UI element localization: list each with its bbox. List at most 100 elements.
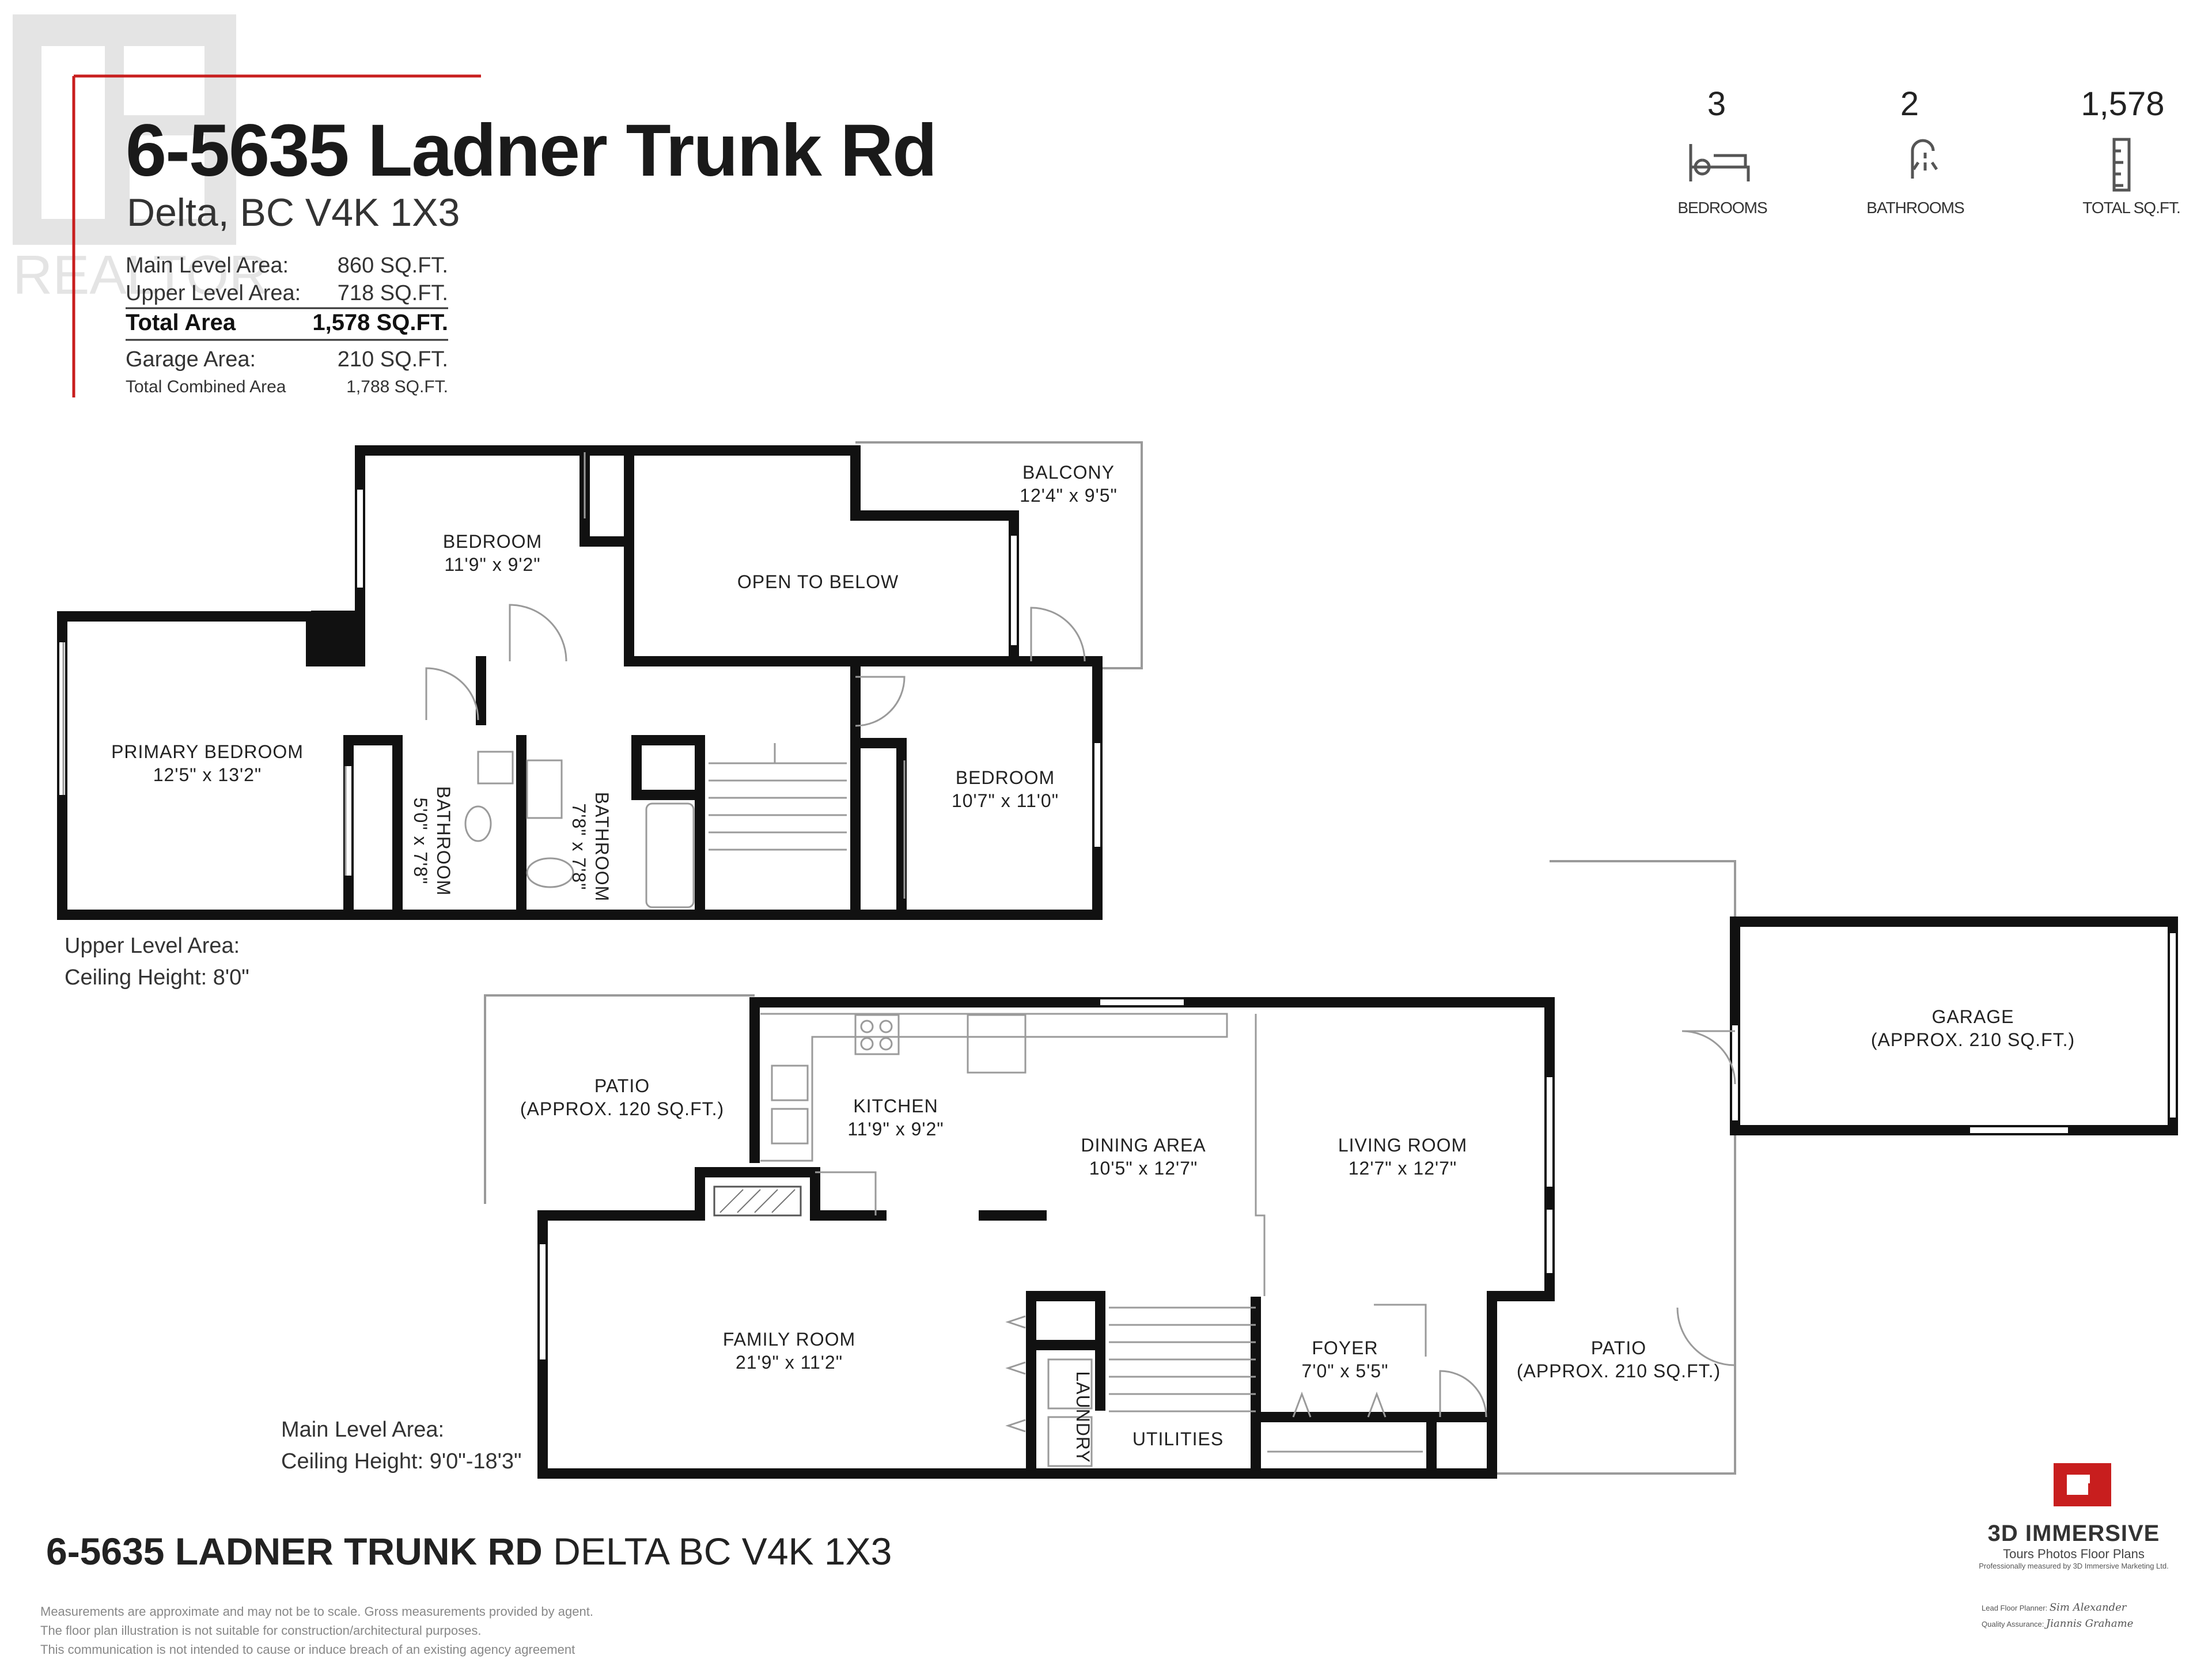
upper-level-note: Upper Level Area: Ceiling Height: 8'0" [65, 930, 249, 994]
ruler-icon [2112, 138, 2131, 192]
shower-icon [1911, 139, 1938, 179]
level-ceiling-height: Ceiling Height: 9'0"-18'3" [281, 1449, 522, 1474]
room-name: OPEN TO BELOW [737, 571, 899, 592]
room-name: BEDROOM [955, 767, 1055, 788]
level-area-label: Upper Level Area: [65, 934, 240, 958]
brand-block: 3D IMMERSIVE Tours Photos Floor Plans Pr… [1947, 1521, 2200, 1570]
stat-bedrooms-label: BEDROOMS [1677, 199, 1767, 217]
credit-qa: Quality Assurance: Jiannis Grahame [1982, 1618, 2133, 1630]
room-name: BALCONY [1022, 462, 1115, 483]
room-dims: 11'9" x 9'2" [847, 1119, 944, 1139]
room-name: KITCHEN [853, 1096, 938, 1116]
stat-sqft-label: TOTAL SQ.FT. [2082, 199, 2181, 217]
area-value: 718 SQ.FT. [337, 281, 448, 305]
room-kitchen: KITCHEN 11'9" x 9'2" [806, 1094, 985, 1141]
room-dims: (APPROX. 210 SQ.FT.) [1870, 1029, 2075, 1050]
room-balcony: BALCONY 12'4" x 9'5" [979, 461, 1158, 507]
area-row-combined: Total Combined Area 1,788 SQ.FT. [126, 377, 448, 397]
credit-label: Quality Assurance: [1982, 1620, 2044, 1628]
area-row-upper: Upper Level Area: 718 SQ.FT. [126, 281, 448, 306]
area-value: 860 SQ.FT. [337, 253, 448, 278]
property-subtitle: Delta, BC V4K 1X3 [127, 191, 460, 234]
level-area-label: Main Level Area: [281, 1418, 445, 1442]
room-name: BATHROOM [592, 791, 612, 902]
brand-name: 3D IMMERSIVE [1987, 1521, 2160, 1546]
room-dims: (APPROX. 120 SQ.FT.) [520, 1099, 725, 1119]
area-row-garage: Garage Area: 210 SQ.FT. [126, 347, 448, 372]
room-name: GARAGE [1931, 1006, 2014, 1027]
area-label: Main Level Area: [126, 253, 289, 278]
stat-bathrooms-value: 2 [1900, 85, 1919, 123]
room-laundry: LAUNDRY [1071, 1359, 1094, 1475]
disclaimer-line: The floor plan illustration is not suita… [40, 1623, 482, 1638]
room-name: FAMILY ROOM [722, 1329, 856, 1350]
room-patio-west: PATIO (APPROX. 120 SQ.FT.) [507, 1074, 737, 1120]
room-name: LAUNDRY [1073, 1371, 1093, 1463]
stat-bedrooms-value: 3 [1707, 85, 1726, 123]
room-patio-east: PATIO (APPROX. 210 SQ.FT.) [1503, 1336, 1734, 1382]
room-dims: (APPROX. 210 SQ.FT.) [1516, 1361, 1721, 1381]
room-dims: 7'8" x 7'8" [569, 803, 589, 891]
credit-signature: Sim Alexander [2049, 1601, 2127, 1613]
room-name: PRIMARY BEDROOM [111, 741, 304, 762]
room-name: BATHROOM [433, 786, 454, 896]
room-dims: 21'9" x 11'2" [735, 1352, 843, 1373]
room-garage: GARAGE (APPROX. 210 SQ.FT.) [1849, 1005, 2097, 1051]
room-dims: 12'4" x 9'5" [1020, 485, 1118, 506]
room-dims: 10'7" x 11'0" [951, 790, 1059, 811]
room-bedroom-upper-b: BEDROOM 10'7" x 11'0" [916, 766, 1094, 812]
main-level-plan [484, 860, 2178, 1479]
room-name: UTILITIES [1132, 1429, 1224, 1449]
realtor-watermark-text: REALTOR [13, 244, 269, 306]
stat-sqft-value: 1,578 [2081, 85, 2165, 123]
room-foyer: FOYER 7'0" x 5'5" [1267, 1336, 1423, 1382]
disclaimer-line: Measurements are approximate and may not… [40, 1604, 593, 1619]
footer-address-city: DELTA BC V4K 1X3 [542, 1530, 892, 1573]
area-label: Total Area [126, 310, 236, 335]
brand-measured-by: Professionally measured by 3D Immersive … [1979, 1562, 2169, 1570]
area-label: Garage Area: [126, 347, 256, 372]
stat-bathrooms-label: BATHROOMS [1866, 199, 1964, 217]
room-dims: 11'9" x 9'2" [444, 554, 541, 575]
room-dims: 7'0" x 5'5" [1301, 1361, 1389, 1381]
main-level-note: Main Level Area: Ceiling Height: 9'0"-18… [281, 1414, 522, 1478]
room-name: FOYER [1312, 1338, 1378, 1358]
property-title: 6-5635 Ladner Trunk Rd [126, 109, 937, 192]
room-open-to-below: OPEN TO BELOW [703, 570, 933, 593]
credit-planner: Lead Floor Planner: Sim Alexander [1982, 1601, 2126, 1613]
room-name: LIVING ROOM [1338, 1135, 1468, 1156]
room-name: DINING AREA [1081, 1135, 1206, 1156]
room-bathroom-b: BATHROOM 7'8" x 7'8" [567, 775, 613, 919]
room-name: BEDROOM [442, 531, 543, 552]
room-name: PATIO [594, 1075, 650, 1096]
brand-tagline: Tours Photos Floor Plans [2003, 1547, 2145, 1561]
level-ceiling-height: Ceiling Height: 8'0" [65, 965, 249, 990]
credit-signature: Jiannis Grahame [2046, 1618, 2134, 1630]
room-dims: 12'7" x 12'7" [1348, 1158, 1457, 1179]
room-family-room: FAMILY ROOM 21'9" x 11'2" [691, 1328, 887, 1374]
disclaimer-line: This communication is not intended to ca… [40, 1642, 575, 1657]
upper-level-plan [57, 441, 1143, 920]
room-name: PATIO [1590, 1338, 1647, 1358]
bed-icon [1689, 144, 1750, 181]
credit-label: Lead Floor Planner: [1982, 1604, 2048, 1612]
area-label: Total Combined Area [126, 377, 286, 396]
area-value: 1,788 SQ.FT. [346, 377, 448, 396]
room-dims: 10'5" x 12'7" [1089, 1158, 1198, 1179]
area-value: 210 SQ.FT. [337, 347, 448, 372]
footer-address-street: 6-5635 LADNER TRUNK RD [46, 1530, 543, 1573]
area-row-total: Total Area 1,578 SQ.FT. [126, 310, 448, 336]
room-dims: 12'5" x 13'2" [153, 764, 262, 785]
area-label: Upper Level Area: [126, 281, 301, 305]
3d-immersive-logo [2054, 1463, 2111, 1506]
area-value: 1,578 SQ.FT. [312, 310, 448, 335]
room-bathroom-a: BATHROOM 5'0" x 7'8" [409, 769, 455, 913]
footer-address: 6-5635 LADNER TRUNK RD DELTA BC V4K 1X3 [46, 1529, 892, 1573]
room-utilities: UTILITIES [1120, 1427, 1236, 1450]
area-row-main: Main Level Area: 860 SQ.FT. [126, 253, 448, 278]
room-bedroom-upper-a: BEDROOM 11'9" x 9'2" [403, 530, 582, 576]
room-dims: 5'0" x 7'8" [410, 797, 431, 885]
room-primary-bedroom: PRIMARY BEDROOM 12'5" x 13'2" [92, 740, 323, 786]
room-dining-area: DINING AREA 10'5" x 12'7" [1048, 1134, 1238, 1180]
